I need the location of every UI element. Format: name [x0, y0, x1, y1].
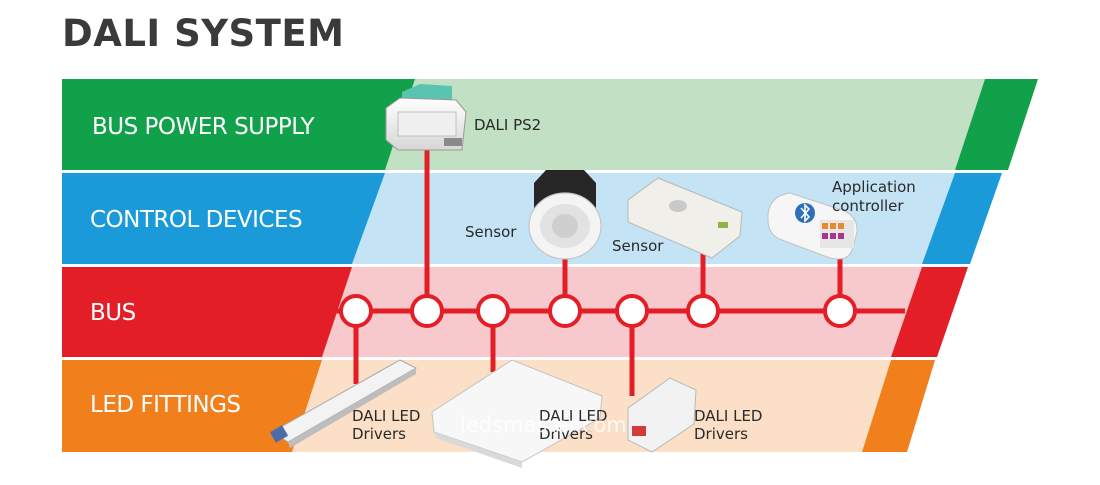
bus-node — [686, 294, 720, 328]
bus-node — [823, 294, 857, 328]
band-bus-block — [62, 267, 352, 357]
band-power-slant — [955, 79, 1038, 170]
bus-node — [548, 294, 582, 328]
band-label-bus: BUS — [90, 300, 136, 326]
band-control-slant — [922, 173, 1002, 264]
page-title: DALI SYSTEM — [62, 12, 345, 55]
bus-node — [615, 294, 649, 328]
app-controller-label-line2: controller — [832, 197, 904, 215]
driver-2-label: DALI LED Drivers — [539, 407, 612, 443]
driver-1-label-line1: DALI LED — [352, 407, 420, 425]
band-bus-slant — [891, 267, 968, 357]
bus-node — [476, 294, 510, 328]
bus-node — [410, 294, 444, 328]
bluetooth-icon — [795, 203, 815, 223]
driver-1-label-line2: Drivers — [352, 425, 406, 443]
band-fittings-slant — [862, 360, 935, 452]
power-supply-icon — [385, 84, 467, 151]
band-control-block — [62, 173, 385, 264]
round-sensor-icon — [528, 170, 602, 260]
band-fittings-block — [62, 360, 322, 452]
driver-3-label-line2: Drivers — [694, 425, 748, 443]
app-controller-icon — [767, 192, 858, 260]
band-power-bg — [385, 79, 985, 170]
sensor-2-label: Sensor — [612, 237, 664, 255]
led-driver-icon — [431, 359, 603, 468]
driver-3-label: DALI LED Drivers — [694, 407, 767, 443]
sensor-1-label: Sensor — [465, 223, 517, 241]
app-controller-label-line1: Application — [832, 178, 916, 196]
driver-3-label-line1: DALI LED — [694, 407, 762, 425]
band-label-control: CONTROL DEVICES — [90, 207, 302, 233]
led-driver-icon — [627, 377, 697, 453]
driver-1-label: DALI LED Drivers — [352, 407, 425, 443]
driver-2-label-line1: DALI LED — [539, 407, 607, 425]
led-driver-icon — [269, 359, 418, 448]
power-supply-label: DALI PS2 — [474, 116, 541, 134]
band-label-power: BUS POWER SUPPLY — [92, 114, 315, 140]
watermark: ledsmaster.com — [460, 413, 627, 437]
band-power-block — [62, 79, 415, 170]
rect-sensor-icon — [627, 177, 743, 259]
band-label-fittings: LED FITTINGS — [90, 392, 241, 418]
bus-nodes — [339, 294, 857, 328]
app-controller-label: Application controller — [832, 178, 921, 215]
driver-2-label-line2: Drivers — [539, 425, 593, 443]
bus-node — [339, 294, 373, 328]
